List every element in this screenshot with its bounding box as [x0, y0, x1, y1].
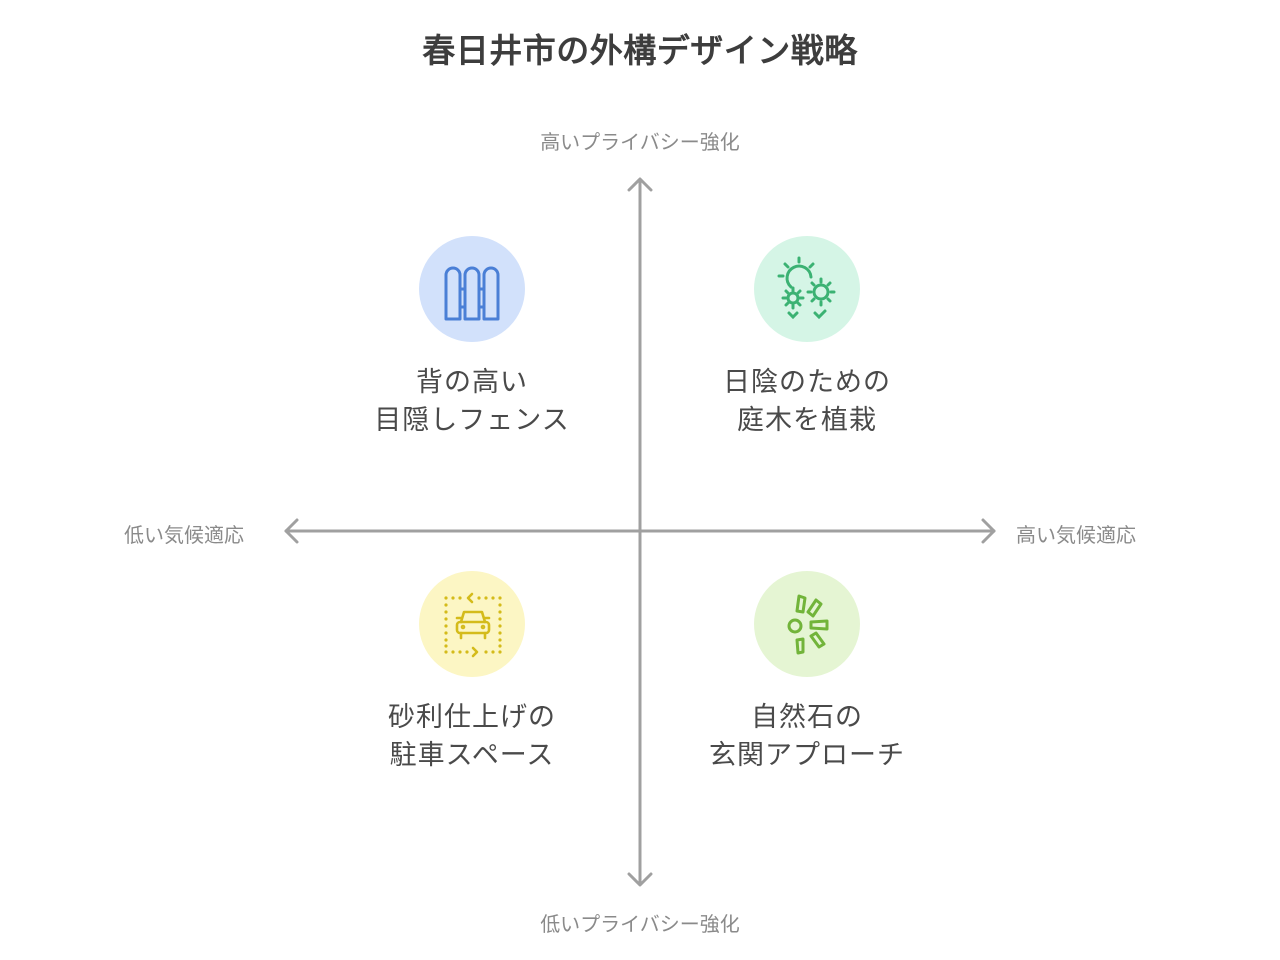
- quadrant-label-line2: 玄関アプローチ: [709, 740, 905, 771]
- icon-circle: [419, 236, 525, 342]
- quadrant-label-line1: 自然石の: [751, 702, 863, 733]
- x-axis-right-label: 高い気候適応: [1016, 523, 1136, 547]
- quadrant-top-left: 背の高い 目隠しフェンス: [312, 236, 632, 440]
- quadrant-label: 自然石の 玄関アプローチ: [647, 699, 967, 775]
- x-axis-left-label: 低い気候適応: [124, 523, 244, 547]
- parking-car-icon: [444, 592, 502, 658]
- icon-circle: [754, 571, 860, 677]
- quadrant-bottom-left: 砂利仕上げの 駐車スペース: [312, 571, 632, 775]
- y-axis-top-label: 高いプライバシー強化: [540, 130, 740, 154]
- arrow-down-icon: [627, 872, 653, 887]
- quadrant-top-right: 日陰のための 庭木を植栽: [647, 236, 967, 440]
- arrow-right-icon: [981, 518, 996, 544]
- arrow-left-icon: [284, 518, 299, 544]
- quadrant-label: 日陰のための 庭木を植栽: [647, 364, 967, 440]
- icon-circle: [419, 571, 525, 677]
- quadrant-label-line2: 目隠しフェンス: [374, 405, 570, 436]
- y-axis-bottom-label: 低いプライバシー強化: [540, 912, 740, 936]
- quadrant-label-line2: 駐車スペース: [389, 740, 555, 771]
- fence-icon: [444, 266, 500, 321]
- quadrant-bottom-right: 自然石の 玄関アプローチ: [647, 571, 967, 775]
- quadrant-label-line1: 砂利仕上げの: [388, 702, 556, 733]
- stones-icon: [787, 594, 829, 655]
- quadrant-label: 砂利仕上げの 駐車スペース: [312, 699, 632, 775]
- sun-flowers-icon: [777, 256, 836, 320]
- arrow-up-icon: [627, 177, 653, 192]
- quadrant-label-line1: 背の高い: [416, 367, 528, 398]
- icon-circle: [754, 236, 860, 342]
- quadrant-label-line2: 庭木を植栽: [737, 405, 877, 436]
- quadrant-label-line1: 日陰のための: [723, 367, 891, 398]
- diagram-title: 春日井市の外構デザイン戦略: [422, 31, 858, 70]
- quadrant-label: 背の高い 目隠しフェンス: [312, 364, 632, 440]
